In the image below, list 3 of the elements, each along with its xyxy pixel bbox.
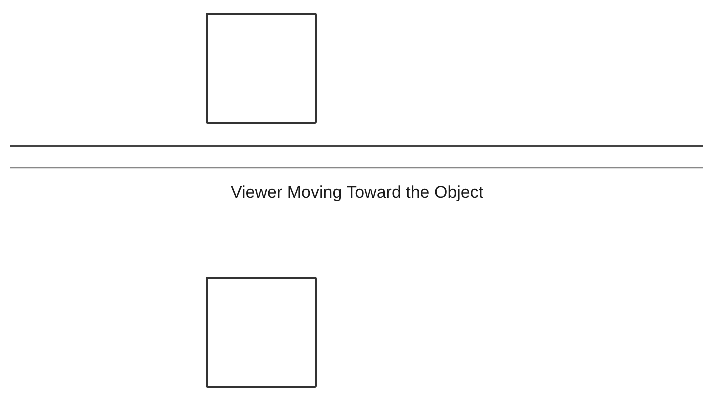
square-box	[206, 13, 317, 124]
caption-text: Viewer Moving Toward the Object	[231, 183, 484, 203]
square-box	[206, 277, 317, 388]
